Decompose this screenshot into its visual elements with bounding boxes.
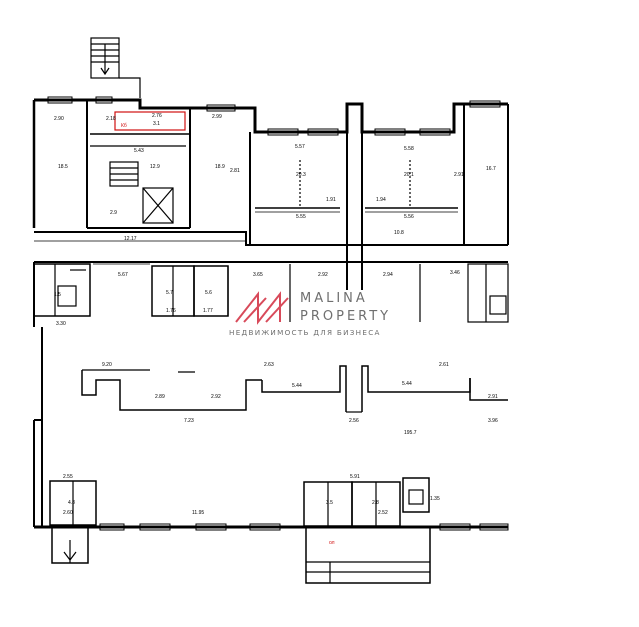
top-left-rooms bbox=[86, 100, 191, 229]
stair-top bbox=[90, 37, 141, 98]
dimension: 2.99 bbox=[212, 114, 222, 120]
watermark-tagline: НЕДВИЖИМОСТЬ ДЛЯ БИЗНЕСА bbox=[229, 328, 381, 337]
dimension: 5.57 bbox=[295, 144, 305, 150]
dimension: 1.91 bbox=[326, 197, 336, 203]
room-area: 5.7 bbox=[166, 290, 173, 296]
watermark-line1: MALINA bbox=[300, 291, 368, 306]
room-area: 10.8 bbox=[394, 230, 404, 236]
dimension: 2.52 bbox=[378, 510, 388, 516]
dimension-ticks bbox=[34, 211, 458, 265]
room-area: 4.8 bbox=[68, 500, 75, 506]
bottom-rooms bbox=[49, 477, 430, 527]
dimension: 1.77 bbox=[203, 308, 213, 314]
dimension: 1.35 bbox=[430, 496, 440, 502]
stair-bottom bbox=[51, 526, 431, 584]
exterior-walls bbox=[32, 98, 509, 529]
dimension: 5.67 bbox=[118, 272, 128, 278]
dimension: 5.55 bbox=[296, 214, 306, 220]
dimension: 2.81 bbox=[230, 168, 240, 174]
room-area: 18.5 bbox=[58, 164, 68, 170]
room-area: 12.9 bbox=[150, 164, 160, 170]
windows-top bbox=[47, 96, 501, 136]
lower-partitions bbox=[81, 365, 508, 413]
room-area: 16.7 bbox=[486, 166, 496, 172]
room-area: 5.6 bbox=[205, 290, 212, 296]
room-area: 195.7 bbox=[404, 430, 417, 436]
dimension: 5.56 bbox=[404, 214, 414, 220]
dimension: 5.44 bbox=[402, 381, 412, 387]
dimension: 2.89 bbox=[155, 394, 165, 400]
dimension: 2.91 bbox=[454, 172, 464, 178]
dimension: 2.92 bbox=[211, 394, 221, 400]
dimension: 11.95 bbox=[192, 510, 204, 516]
room-area: 20.1 bbox=[404, 172, 414, 178]
dimension: 5.91 bbox=[350, 474, 360, 480]
dimension: 2.63 bbox=[264, 362, 274, 368]
room-area: 3.5 bbox=[326, 500, 333, 506]
dimension: 2.55 bbox=[63, 474, 73, 480]
top-right-rooms bbox=[249, 104, 465, 245]
dimension: 3.46 bbox=[450, 270, 460, 276]
dimension: 2.90 bbox=[54, 116, 64, 122]
room-area: 1.5 bbox=[54, 292, 61, 298]
dimension-labels: 2.90 2.18 2.76 2.99 5.43 5.57 5.58 5.55 … bbox=[54, 113, 498, 516]
room-area: 2.8 bbox=[372, 500, 379, 506]
room-area: 2.9 bbox=[110, 210, 117, 216]
red-mark: ол bbox=[329, 540, 335, 546]
dimension: 1.76 bbox=[166, 308, 176, 314]
dimension: 5.44 bbox=[292, 383, 302, 389]
room-areas: 18.5 12.9 18.9 20.3 20.1 16.7 195.7 5.7 … bbox=[54, 121, 496, 506]
windows-bottom bbox=[99, 523, 509, 531]
dimension: 2.56 bbox=[349, 418, 359, 424]
dimension: 3.30 bbox=[56, 321, 66, 327]
dimension: 2.60 bbox=[63, 510, 73, 516]
dimension: 2.92 bbox=[318, 272, 328, 278]
dimension: 7.23 bbox=[184, 418, 194, 424]
dimension: 2.91 bbox=[488, 394, 498, 400]
dimension: 2.76 bbox=[152, 113, 162, 119]
dimension: 3.65 bbox=[253, 272, 263, 278]
room-area: 3.1 bbox=[153, 121, 160, 127]
watermark: MALINA PROPERTY НЕДВИЖИМОСТЬ ДЛЯ БИЗНЕСА bbox=[229, 291, 391, 337]
mid-rooms bbox=[33, 245, 509, 323]
dimension: 9.20 bbox=[102, 362, 112, 368]
dimension: 1.94 bbox=[376, 197, 386, 203]
red-mark: Кб bbox=[121, 123, 127, 129]
dimension: 2.18 bbox=[106, 116, 116, 122]
room-area: 18.9 bbox=[215, 164, 225, 170]
dimension: 12.17 bbox=[124, 236, 137, 242]
dimension: 3.96 bbox=[488, 418, 498, 424]
room-area: 20.3 bbox=[296, 172, 306, 178]
logo-icon bbox=[235, 291, 289, 325]
dimension: 5.43 bbox=[134, 148, 144, 154]
dimension: 2.61 bbox=[439, 362, 449, 368]
watermark-line2: PROPERTY bbox=[300, 309, 391, 324]
dimension: 2.94 bbox=[383, 272, 393, 278]
dimension: 5.58 bbox=[404, 146, 414, 152]
